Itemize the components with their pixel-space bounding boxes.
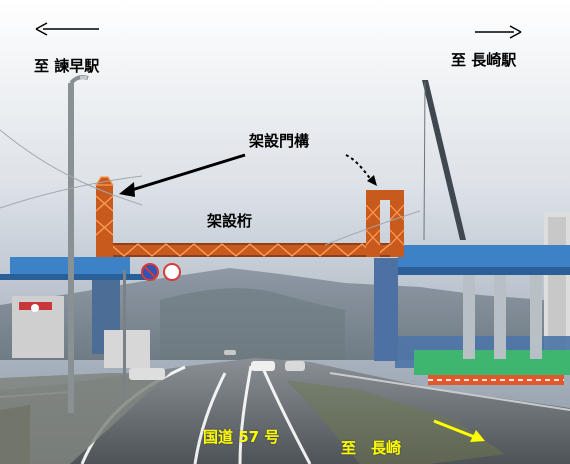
right-viaduct-shadow	[398, 267, 570, 275]
right-gantry-column-left	[366, 195, 380, 257]
white-car-center	[251, 361, 275, 371]
crane-boom	[422, 80, 466, 240]
speed-sign	[163, 263, 181, 281]
distant-vehicle	[224, 350, 236, 355]
median-strip	[286, 380, 505, 464]
left-arrow-icon	[35, 22, 99, 36]
right-station-label: 至 長崎駅	[451, 51, 517, 69]
left-gantry-column	[96, 185, 113, 257]
no-parking-slash	[144, 266, 156, 278]
green-barrier	[414, 350, 570, 375]
street-light-head	[80, 76, 87, 79]
gantry-label: 架設門構	[249, 132, 310, 150]
girder-label: 架設桁	[207, 212, 253, 230]
tree-line	[160, 288, 345, 360]
right-viaduct	[398, 245, 570, 267]
viaduct-pier-2	[494, 275, 506, 359]
direction-arrow-icon	[433, 419, 485, 442]
right-gantry-beam	[366, 190, 404, 200]
white-car-left	[129, 368, 165, 380]
right-gantry-column-right	[390, 195, 404, 257]
small-pole	[123, 270, 126, 398]
viaduct-pier-1	[463, 275, 475, 359]
left-viaduct-shadow	[0, 274, 150, 280]
left-roadside-building	[104, 330, 150, 368]
power-lines	[0, 129, 421, 246]
right-gantry-base	[374, 258, 398, 361]
left-railing-base	[0, 405, 30, 464]
gantry-arrow-icon	[119, 153, 246, 197]
left-shop-logo	[31, 304, 39, 312]
right-arrow-icon	[475, 25, 522, 39]
street-light-pole	[68, 83, 74, 413]
left-sidewalk	[0, 373, 170, 464]
girder-truss	[109, 243, 391, 257]
gantry-dashed-arrow-icon	[345, 154, 377, 186]
viaduct-pier-3	[530, 275, 542, 359]
crane-cable	[423, 81, 426, 241]
route-label: 国道 57 号	[203, 428, 280, 446]
white-car-right	[285, 361, 305, 371]
direction-label: 至 長崎	[341, 439, 402, 457]
left-station-label: 至 諫早駅	[34, 57, 100, 75]
right-gantry-lattice	[365, 204, 405, 246]
